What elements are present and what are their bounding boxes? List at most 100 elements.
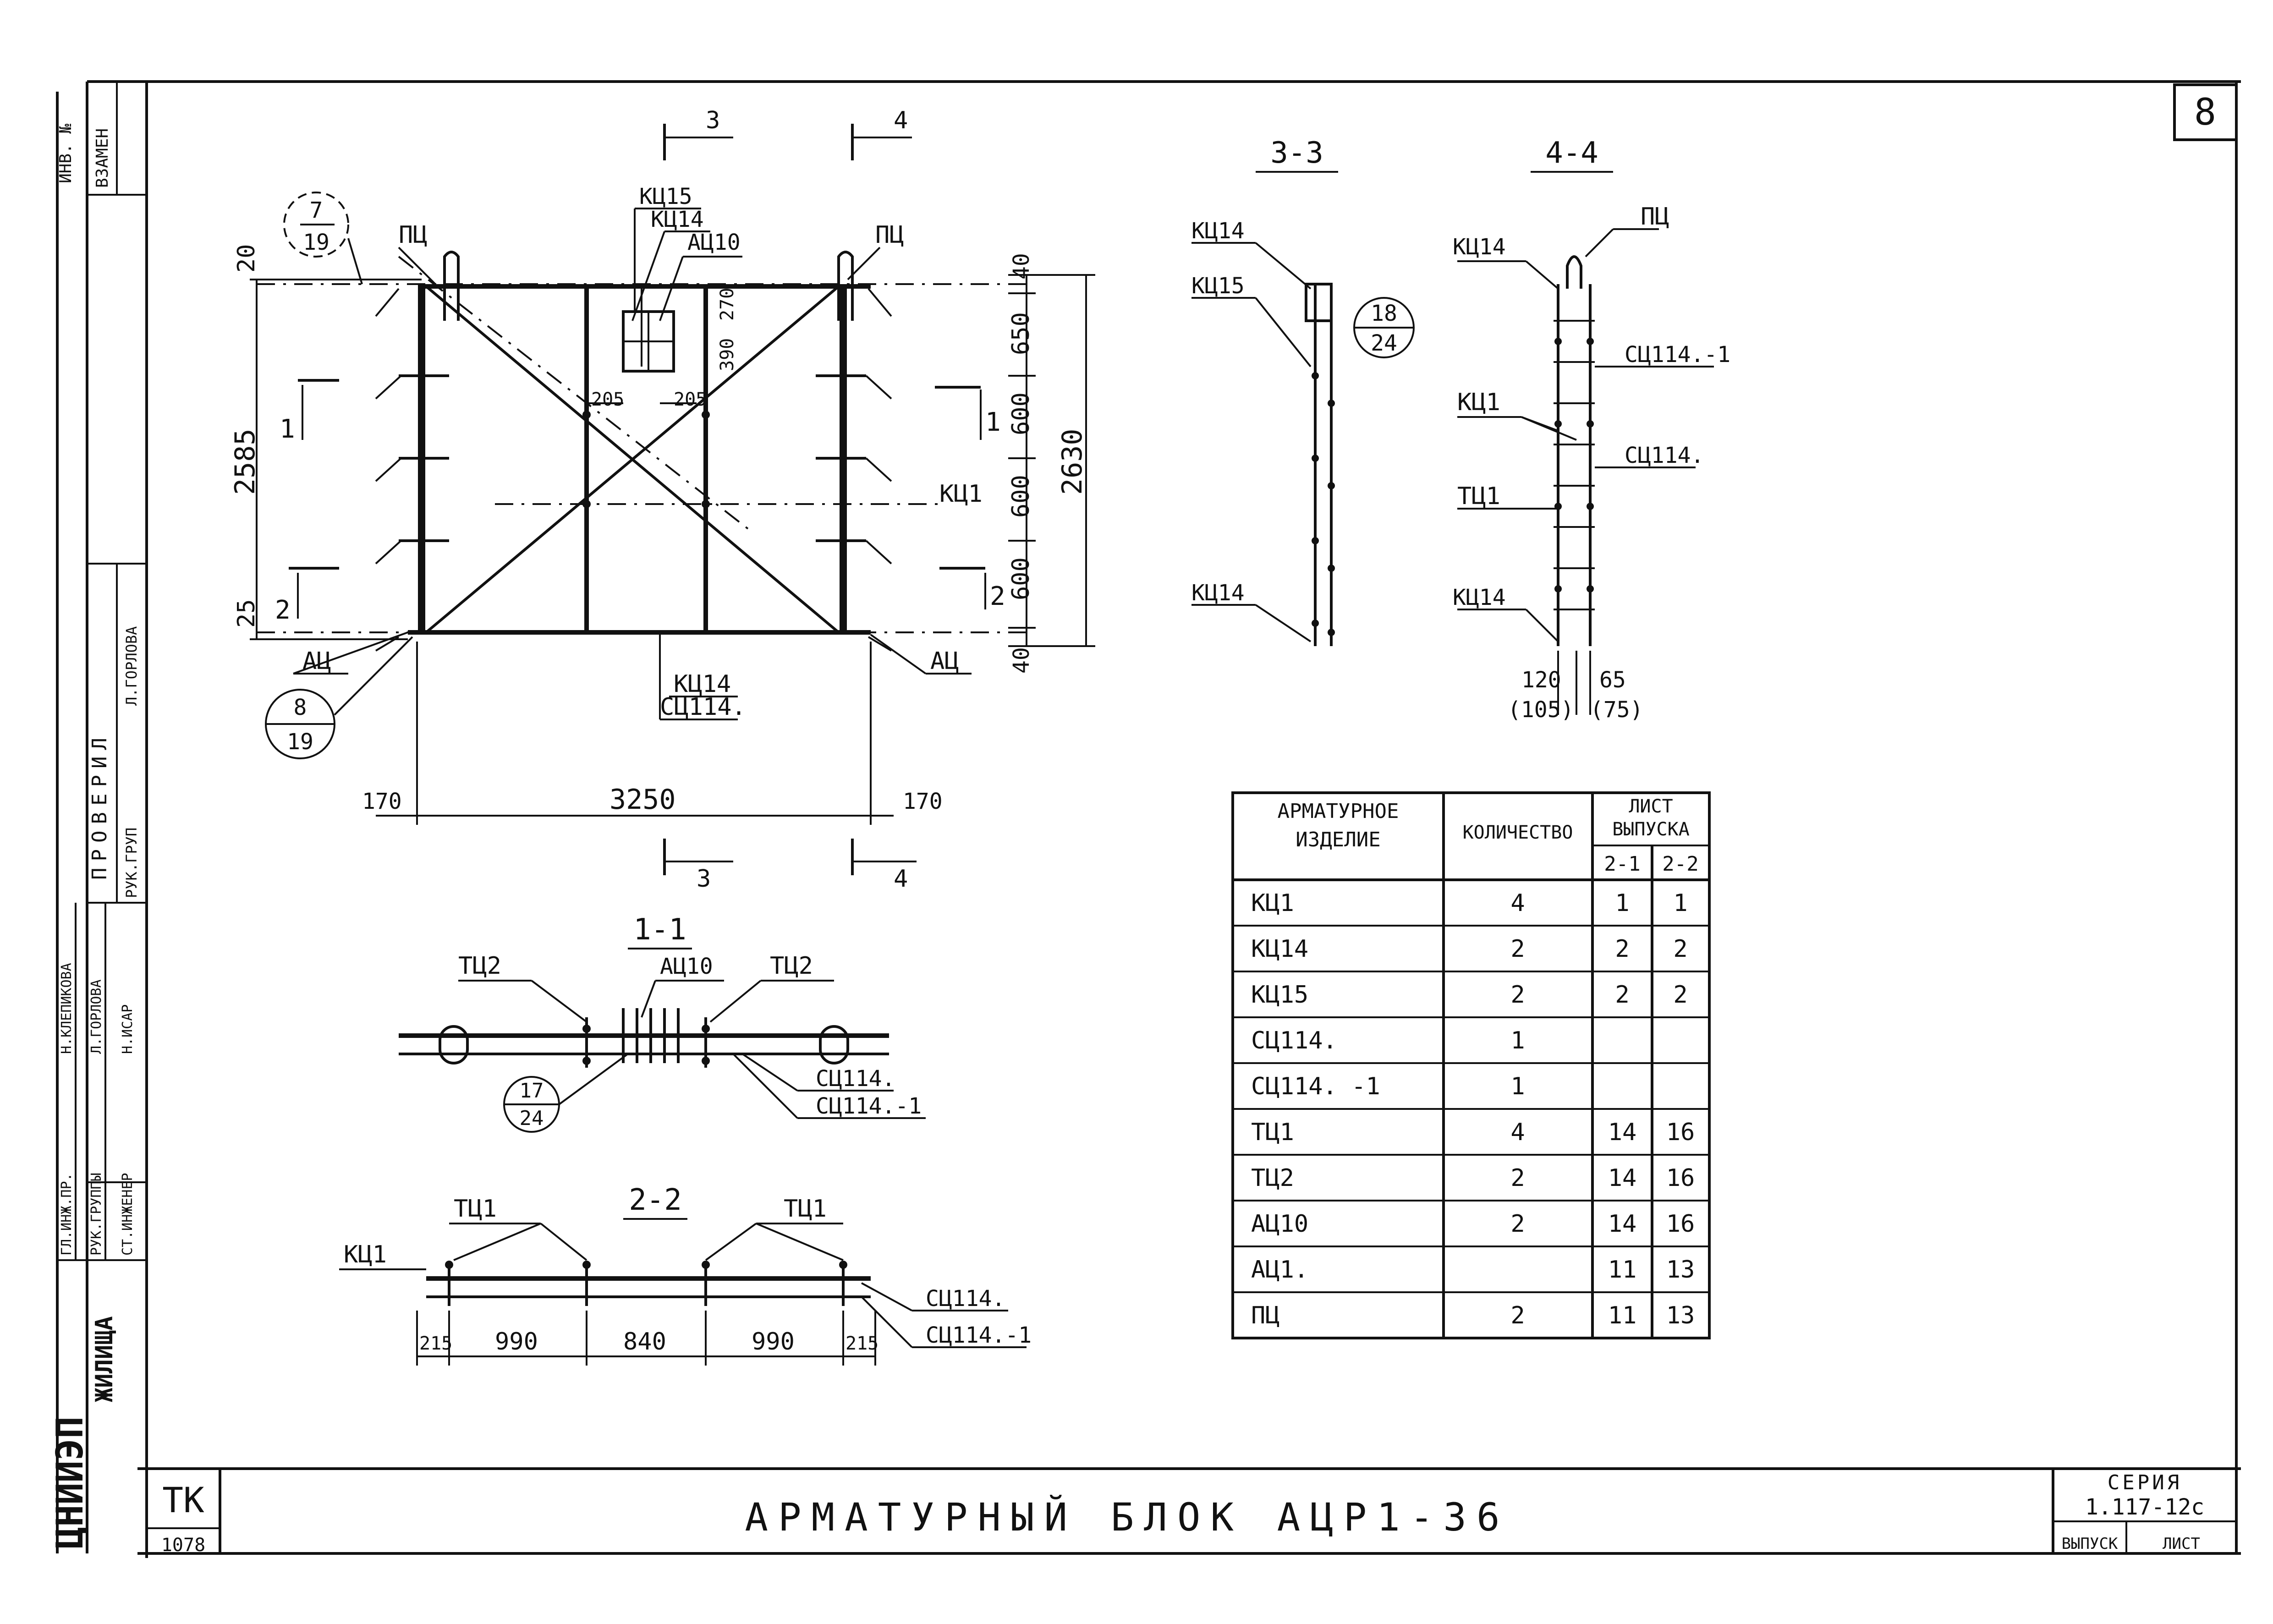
s33-label-kc14-bottom: КЦ14 <box>1191 580 1245 606</box>
table-cell-item: ТЦ1 <box>1251 1119 1294 1146</box>
s11-callout-sheet: 24 <box>520 1107 544 1130</box>
section-3-3: 3-3 КЦ14 КЦ15 КЦ14 18 24 <box>1191 136 1415 646</box>
label-pc-right: ПЦ <box>875 221 904 249</box>
table-cell-item: КЦ14 <box>1251 935 1308 963</box>
stamp-role-3: СТ.ИНЖЕНЕР <box>120 1173 136 1256</box>
s33-label-kc15: КЦ15 <box>1191 273 1245 299</box>
label-sc114-bottom: СЦ114. <box>660 693 746 721</box>
s44-label-sc114: СЦ114. <box>1625 443 1704 468</box>
label-kc14-top: КЦ14 <box>651 207 704 232</box>
stamp-role-2: РУК.ГРУППЫ <box>88 1173 104 1256</box>
sheet-number-box: 8 <box>2173 83 2238 141</box>
table-cell-item: СЦ114. -1 <box>1251 1073 1380 1100</box>
table-cell-issue-1: 14 <box>1608 1119 1637 1146</box>
s44-dim-120: 120 <box>1521 667 1561 693</box>
table-cell-qty: 2 <box>1510 1302 1525 1329</box>
s11-label-sc114-1: СЦ114.-1 <box>816 1093 922 1119</box>
s44-dim-105: (105) <box>1508 697 1574 723</box>
section-mark-4-bottom: 4 <box>894 865 908 893</box>
s22-label-tc1-left: ТЦ1 <box>454 1195 497 1223</box>
table-cell-issue-1: 14 <box>1608 1164 1637 1192</box>
dim-bottom-width: 3250 <box>609 784 676 816</box>
spec-table: АРМАТУРНОЕ ИЗДЕЛИЕ КОЛИЧЕСТВО ЛИСТ ВЫПУС… <box>1231 791 1711 1339</box>
s44-label-tc1: ТЦ1 <box>1457 483 1500 510</box>
stamp-name-4: Л.ГОРЛОВА <box>123 626 140 706</box>
s44-label-kc14-top: КЦ14 <box>1453 234 1506 260</box>
side-stamp: ИНВ. № ВЗАМЕН ПРОВЕРИЛ Л.ГОРЛОВА РУК.ГРУ… <box>49 124 140 1549</box>
dim-right-6: 40 <box>1009 647 1034 674</box>
callout-top-sheet: 19 <box>303 230 329 255</box>
dim-right-1: 40 <box>1009 253 1034 280</box>
label-kc15: КЦ15 <box>639 184 692 209</box>
main-elevation <box>257 251 1027 652</box>
s11-label-tc2-left: ТЦ2 <box>458 952 501 980</box>
s44-label-pc: ПЦ <box>1641 203 1669 230</box>
section-2-2: 2-2 ТЦ1 ТЦ1 КЦ1 СЦ114. СЦ114.-1 <box>339 1183 1032 1366</box>
main-dimensions: 20 2585 25 40 650 600 600 600 40 2630 27… <box>229 244 1095 825</box>
table-cell-issue-1: 2 <box>1615 935 1629 963</box>
s33-callout-sheet: 24 <box>1371 330 1397 356</box>
dim-bottom-left: 170 <box>362 789 402 814</box>
table-cell-item: КЦ15 <box>1251 981 1308 1009</box>
table-header-sheet: ЛИСТ ВЫПУСКА <box>1612 796 1690 840</box>
title-block: ТК 1078 АРМАТУРНЫЙ БЛОК АЦР1-36 СЕРИЯ 1.… <box>147 1469 2236 1556</box>
table-cell-issue-1: 14 <box>1608 1210 1637 1238</box>
table-cell-issue-2: 16 <box>1666 1164 1695 1192</box>
table-cell-item: АЦ1. <box>1251 1256 1308 1284</box>
sheet-label: ЛИСТ <box>2163 1535 2200 1553</box>
s44-label-kc1: КЦ1 <box>1457 389 1500 416</box>
section-mark-1-right: 1 <box>985 407 1001 437</box>
s11-label-ac10: АЦ10 <box>660 954 713 979</box>
s22-dim-2: 990 <box>495 1328 538 1355</box>
dim-right-5: 600 <box>1007 557 1035 600</box>
stamp-role-1: ГЛ.ИНЖ.ПР. <box>59 1173 75 1256</box>
table-cell-issue-1: 11 <box>1608 1302 1637 1329</box>
label-kc1-main: КЦ1 <box>939 480 983 508</box>
org-code: ТК <box>162 1480 204 1520</box>
main-labels: ПЦ ПЦ КЦ15 КЦ14 АЦ10 КЦ1 АЦ АЦ КЦ14 СЦ11… <box>265 107 1005 893</box>
s22-dim-4: 990 <box>752 1328 795 1355</box>
s44-dim-75: (75) <box>1590 697 1643 723</box>
section-mark-3-bottom: 3 <box>697 865 711 893</box>
s44-label-sc114-1: СЦ114.-1 <box>1625 342 1730 368</box>
table-cell-item: АЦ10 <box>1251 1210 1308 1238</box>
section-1-1-title: 1-1 <box>633 913 686 947</box>
dim-right-3: 600 <box>1007 392 1035 435</box>
table-cell-issue-2: 16 <box>1666 1119 1695 1146</box>
stamp-institute: ЦНИИЭП <box>49 1416 91 1549</box>
s44-dim-65: 65 <box>1599 667 1626 693</box>
dim-center-2: 390 <box>717 338 738 371</box>
stamp-role-4: РУК.ГРУП <box>123 828 140 898</box>
table-cell-item: СЦ114. <box>1251 1027 1337 1054</box>
label-pc-left: ПЦ <box>399 221 428 249</box>
dim-bottom-right: 170 <box>903 789 943 814</box>
table-cell-qty: 4 <box>1510 889 1525 917</box>
s22-label-sc114-1: СЦ114.-1 <box>926 1322 1032 1348</box>
s22-label-sc114: СЦ114. <box>926 1286 1005 1311</box>
drawing-title: АРМАТУРНЫЙ БЛОК АЦР1-36 <box>745 1495 1510 1540</box>
table-cell-item: ТЦ2 <box>1251 1164 1294 1192</box>
callout-bottom-num: 8 <box>294 695 307 720</box>
section-2-2-title: 2-2 <box>629 1183 682 1217</box>
label-ac10: АЦ10 <box>687 230 741 255</box>
stamp-department: ЖИЛИЩА <box>91 1316 118 1402</box>
section-1-1: 1-1 ТЦ2 АЦ10 ТЦ2 СЦ114. <box>399 913 926 1133</box>
table-header-item: АРМАТУРНОЕ ИЗДЕЛИЕ <box>1277 800 1399 851</box>
table-cell-issue-2: 2 <box>1673 935 1687 963</box>
dim-center-4: 205 <box>674 389 707 410</box>
table-cell-qty: 2 <box>1510 935 1525 963</box>
table-cell-issue-2: 16 <box>1666 1210 1695 1238</box>
table-cell-issue-1: 11 <box>1608 1256 1637 1284</box>
s11-label-sc114: СЦ114. <box>816 1066 895 1092</box>
stamp-name-2: Л.ГОРЛОВА <box>88 979 104 1054</box>
issue-label: ВЫПУСК <box>2062 1535 2118 1553</box>
dim-center-3: 205 <box>591 389 624 410</box>
s33-callout-num: 18 <box>1371 301 1397 326</box>
section-mark-1-left: 1 <box>280 414 295 444</box>
s22-dim-1: 215 <box>419 1333 452 1354</box>
table-header-issue-2: 2-2 <box>1662 852 1698 876</box>
dim-left-height: 2585 <box>229 429 261 495</box>
dim-overall: 2630 <box>1056 429 1088 495</box>
